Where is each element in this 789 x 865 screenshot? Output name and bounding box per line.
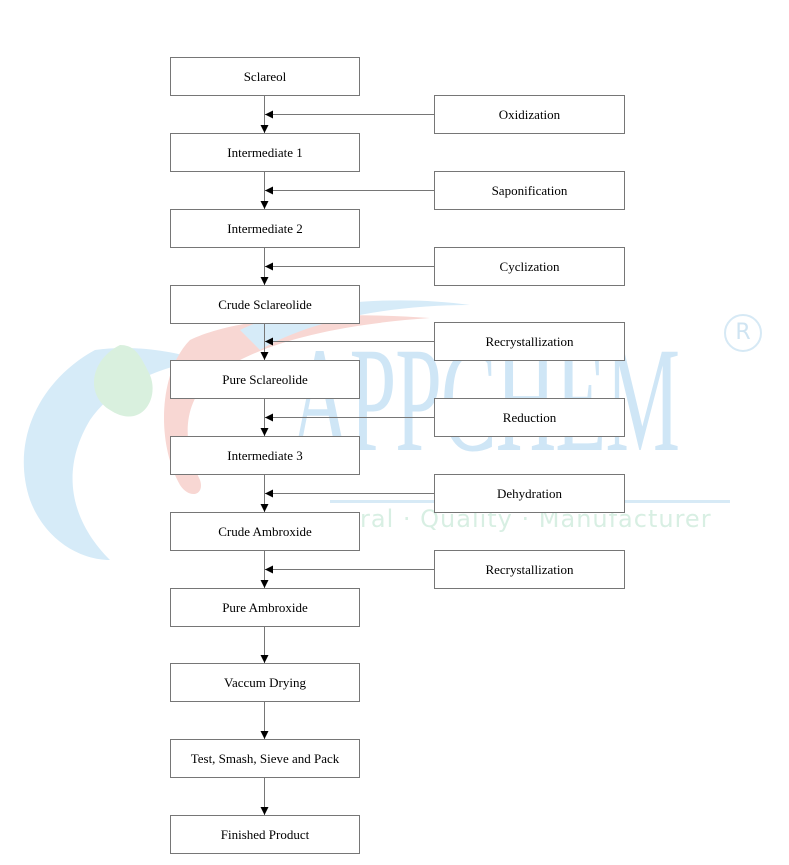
step-intermediate-3: Intermediate 3: [170, 436, 360, 475]
step-intermediate-1: Intermediate 1: [170, 133, 360, 172]
process-reduction: Reduction: [434, 398, 625, 437]
process-cyclization: Cyclization: [434, 247, 625, 286]
process-recrystallization-2: Recrystallization: [434, 550, 625, 589]
process-oxidization: Oxidization: [434, 95, 625, 134]
process-saponification: Saponification: [434, 171, 625, 210]
step-sclareol: Sclareol: [170, 57, 360, 96]
step-pure-ambroxide: Pure Ambroxide: [170, 588, 360, 627]
step-crude-sclareolide: Crude Sclareolide: [170, 285, 360, 324]
process-dehydration: Dehydration: [434, 474, 625, 513]
step-finished-product: Finished Product: [170, 815, 360, 854]
process-recrystallization-1: Recrystallization: [434, 322, 625, 361]
step-pure-sclareolide: Pure Sclareolide: [170, 360, 360, 399]
step-vaccum-drying: Vaccum Drying: [170, 663, 360, 702]
step-crude-ambroxide: Crude Ambroxide: [170, 512, 360, 551]
step-test-smash-sieve-pack: Test, Smash, Sieve and Pack: [170, 739, 360, 778]
step-intermediate-2: Intermediate 2: [170, 209, 360, 248]
